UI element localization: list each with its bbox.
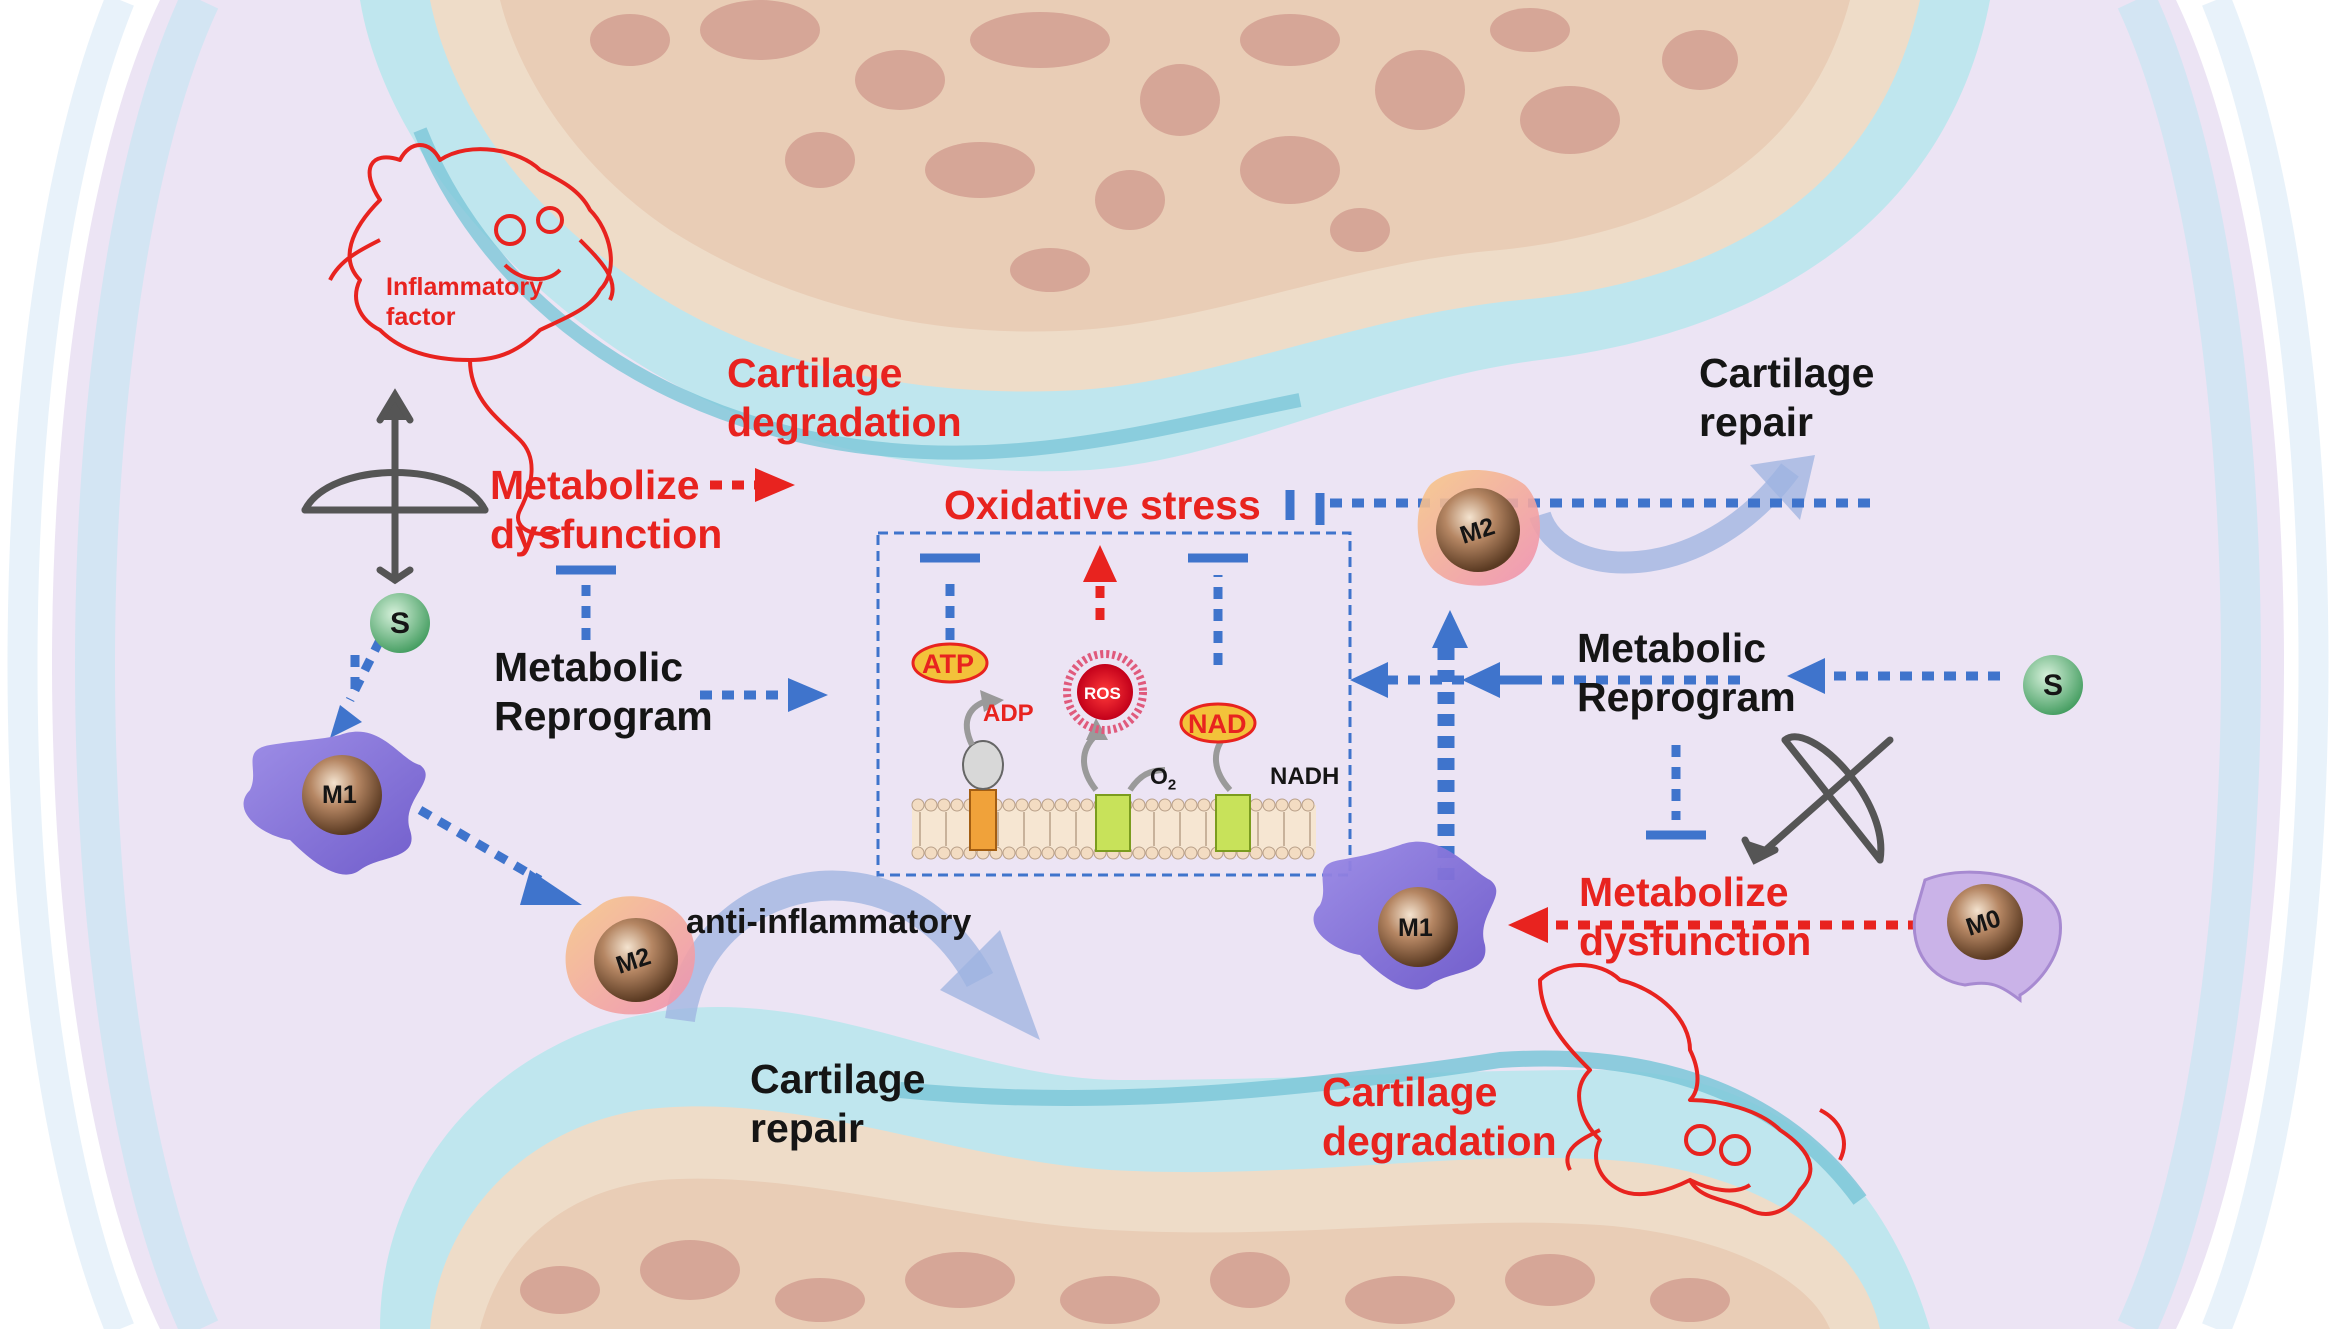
m1-right-label: M1 (1398, 914, 1433, 942)
cartilage-repair-top-label: Cartilage repair (1699, 350, 1875, 446)
metabolic-reprogram-left-label: Metabolic Reprogram (494, 644, 713, 740)
nad-oval (1179, 702, 1257, 744)
bow-arrow-left (301, 388, 489, 585)
ros-burst (1063, 650, 1147, 734)
top-marrow (590, 0, 1738, 292)
inflammatory-monster-bottom (1538, 963, 1846, 1216)
m2-left-cell (565, 896, 695, 1015)
metabolize-dysfunction-left-label: Metabolize dysfunction (490, 462, 723, 558)
m0-cell (1912, 870, 2062, 1003)
s-left-label: S (390, 607, 411, 640)
anti-inflammatory-label: anti-inflammatory (686, 903, 972, 941)
s-left-circle (370, 593, 430, 653)
metabolic-reprogram-right-label: Metabolic Reprogram (1577, 625, 1796, 721)
s-right-circle (2023, 655, 2083, 715)
nad-label: NAD (1188, 709, 1247, 739)
m2-right-cell (1417, 470, 1540, 586)
repair-arc-bottom (665, 870, 994, 1023)
cartilage-repair-bottom-label: Cartilage repair (750, 1056, 926, 1152)
cartilage-degradation-bottom-label: Cartilage degradation (1322, 1069, 1557, 1165)
inflammatory-factor-label: Inflammatory factor (386, 273, 543, 331)
o2-label: O2 (1150, 763, 1177, 794)
bow-arrow-right (1741, 733, 1894, 865)
m1-left-cell (243, 731, 426, 875)
inflammatory-monster-top (328, 143, 615, 536)
bottom-marrow (520, 1240, 1730, 1324)
atp-label: ATP (922, 649, 974, 679)
cartilage-degradation-top-label: Cartilage degradation (727, 350, 962, 446)
adp-label: ADP (983, 700, 1034, 727)
repair-arc-top (1529, 463, 1799, 574)
oxidative-stress-label: Oxidative stress (944, 482, 1261, 528)
membrane (911, 740, 1316, 860)
ros-label: ROS (1084, 684, 1121, 703)
mechanism-box (876, 531, 1352, 877)
metabolize-dysfunction-right-label: Metabolize dysfunction (1579, 869, 1812, 965)
nadh-label: NADH (1270, 763, 1340, 790)
m1-left-label: M1 (322, 781, 357, 809)
m1-right-cell (1313, 841, 1497, 990)
atp-oval (911, 642, 989, 684)
s-right-label: S (2043, 669, 2064, 702)
